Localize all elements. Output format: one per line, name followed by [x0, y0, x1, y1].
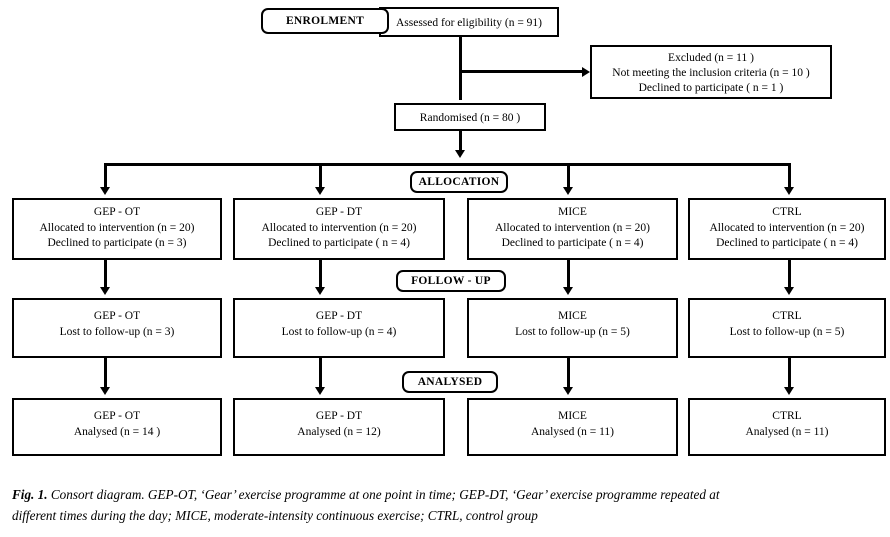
analysed-ctrl-title: CTRL	[772, 410, 802, 422]
connector-allocation-drop-3	[567, 163, 570, 190]
followup-gep-ot-line-1: Lost to follow-up (n = 3)	[59, 326, 175, 338]
box-followup-gep-ot: GEP - OT Lost to follow-up (n = 3)	[12, 298, 222, 358]
box-allocation-ctrl: CTRL Allocated to intervention (n = 20) …	[688, 198, 886, 260]
analysed-ctrl-line-1: Analysed (n = 11)	[745, 426, 829, 438]
excluded-line-3: Declined to participate ( n = 1 )	[638, 82, 784, 94]
analysed-mice-title: MICE	[558, 410, 587, 422]
excluded-line-2: Not meeting the inclusion criteria (n = …	[612, 67, 810, 79]
connector-allocation-drop-4-arrow	[784, 187, 794, 195]
analysed-gep-dt-title: GEP - DT	[315, 410, 363, 422]
connector-allocation-drop-2-arrow	[315, 187, 325, 195]
stage-label-follow-up: FOLLOW - UP	[396, 270, 506, 292]
stage-label-allocation-text: ALLOCATION	[418, 176, 500, 188]
box-followup-ctrl: CTRL Lost to follow-up (n = 5)	[688, 298, 886, 358]
allocation-gep-ot-line-2: Declined to participate (n = 3)	[47, 237, 187, 249]
box-excluded: Excluded (n = 11 ) Not meeting the inclu…	[590, 45, 832, 99]
allocation-mice-line-2: Declined to participate ( n = 4)	[501, 237, 644, 249]
box-allocation-gep-dt: GEP - DT Allocated to intervention (n = …	[233, 198, 445, 260]
connector-allocation-bus	[104, 163, 791, 166]
connector-allocation-drop-2	[319, 163, 322, 190]
followup-gep-dt-title: GEP - DT	[315, 310, 363, 322]
box-followup-mice: MICE Lost to follow-up (n = 5)	[467, 298, 678, 358]
followup-mice-line-1: Lost to follow-up (n = 5)	[515, 326, 630, 338]
followup-gep-dt-line-1: Lost to follow-up (n = 4)	[281, 326, 397, 338]
allocation-gep-dt-line-1: Allocated to intervention (n = 20)	[261, 222, 417, 234]
figure-caption-line-1: Fig. 1. Consort diagram. GEP-OT, ‘Gear’ …	[12, 484, 878, 505]
figure-caption-prefix: Fig. 1.	[12, 487, 48, 502]
analysed-gep-dt-line-1: Analysed (n = 12)	[297, 426, 381, 438]
box-randomised: Randomised (n = 80 )	[394, 103, 546, 131]
allocation-gep-dt-line-2: Declined to participate ( n = 4)	[268, 237, 410, 249]
connector-followup-drop-2-arrow	[315, 287, 325, 295]
allocation-mice-title: MICE	[558, 206, 587, 218]
connector-analysed-drop-2-arrow	[315, 387, 325, 395]
analysed-gep-ot-line-1: Analysed (n = 14 )	[73, 426, 161, 438]
box-analysed-gep-ot: GEP - OT Analysed (n = 14 )	[12, 398, 222, 456]
connector-randomised-stem-arrow	[455, 150, 465, 158]
figure-caption: Fig. 1. Consort diagram. GEP-OT, ‘Gear’ …	[12, 484, 878, 526]
connector-analysed-drop-4	[788, 358, 791, 390]
figure-caption-line-1-text: Consort diagram. GEP-OT, ‘Gear’ exercise…	[50, 487, 720, 502]
connector-analysed-drop-1	[104, 358, 107, 390]
connector-followup-drop-2	[319, 260, 322, 290]
allocation-gep-ot-title: GEP - OT	[93, 206, 141, 218]
connector-analysed-drop-1-arrow	[100, 387, 110, 395]
connector-followup-drop-1	[104, 260, 107, 290]
box-analysed-mice: MICE Analysed (n = 11)	[467, 398, 678, 456]
analysed-gep-ot-title: GEP - OT	[93, 410, 141, 422]
stage-label-analysed: ANALYSED	[402, 371, 498, 393]
connector-analysed-drop-3-arrow	[563, 387, 573, 395]
box-analysed-ctrl: CTRL Analysed (n = 11)	[688, 398, 886, 456]
connector-allocation-drop-3-arrow	[563, 187, 573, 195]
stage-label-follow-up-text: FOLLOW - UP	[411, 275, 491, 287]
connector-assessed-to-excluded-arrow	[582, 66, 590, 77]
stage-label-enrolment: ENROLMENT	[261, 8, 389, 34]
connector-allocation-drop-1	[104, 163, 107, 190]
connector-analysed-drop-4-arrow	[784, 387, 794, 395]
connector-followup-drop-3-arrow	[563, 287, 573, 295]
connector-analysed-drop-3	[567, 358, 570, 390]
randomised-text: Randomised (n = 80 )	[419, 112, 521, 124]
excluded-line-1: Excluded (n = 11 )	[668, 52, 754, 64]
connector-allocation-drop-4	[788, 163, 791, 190]
connector-randomised-stem	[459, 131, 462, 153]
figure-caption-line-2: different times during the day; MICE, mo…	[12, 508, 538, 523]
connector-assessed-to-randomised	[459, 37, 462, 100]
box-assessed-for-eligibility: Assessed for eligibility (n = 91)	[379, 7, 559, 37]
allocation-ctrl-title: CTRL	[772, 206, 802, 218]
followup-gep-ot-title: GEP - OT	[93, 310, 141, 322]
box-allocation-mice: MICE Allocated to intervention (n = 20) …	[467, 198, 678, 260]
connector-followup-drop-1-arrow	[100, 287, 110, 295]
stage-label-enrolment-text: ENROLMENT	[285, 15, 365, 27]
connector-followup-drop-3	[567, 260, 570, 290]
connector-followup-drop-4-arrow	[784, 287, 794, 295]
allocation-ctrl-line-1: Allocated to intervention (n = 20)	[709, 222, 865, 234]
analysed-mice-line-1: Analysed (n = 11)	[530, 426, 615, 438]
followup-ctrl-line-1: Lost to follow-up (n = 5)	[729, 326, 845, 338]
connector-followup-drop-4	[788, 260, 791, 290]
allocation-gep-ot-line-1: Allocated to intervention (n = 20)	[39, 222, 195, 234]
stage-label-allocation: ALLOCATION	[410, 171, 508, 193]
connector-allocation-drop-1-arrow	[100, 187, 110, 195]
stage-label-analysed-text: ANALYSED	[417, 376, 483, 388]
connector-analysed-drop-2	[319, 358, 322, 390]
box-analysed-gep-dt: GEP - DT Analysed (n = 12)	[233, 398, 445, 456]
assessed-text: Assessed for eligibility (n = 91)	[395, 17, 543, 29]
followup-mice-title: MICE	[558, 310, 587, 322]
box-allocation-gep-ot: GEP - OT Allocated to intervention (n = …	[12, 198, 222, 260]
box-followup-gep-dt: GEP - DT Lost to follow-up (n = 4)	[233, 298, 445, 358]
allocation-mice-line-1: Allocated to intervention (n = 20)	[495, 222, 650, 234]
allocation-gep-dt-title: GEP - DT	[315, 206, 363, 218]
allocation-ctrl-line-2: Declined to participate ( n = 4)	[716, 237, 858, 249]
connector-assessed-to-excluded-line	[459, 70, 584, 73]
followup-ctrl-title: CTRL	[772, 310, 802, 322]
